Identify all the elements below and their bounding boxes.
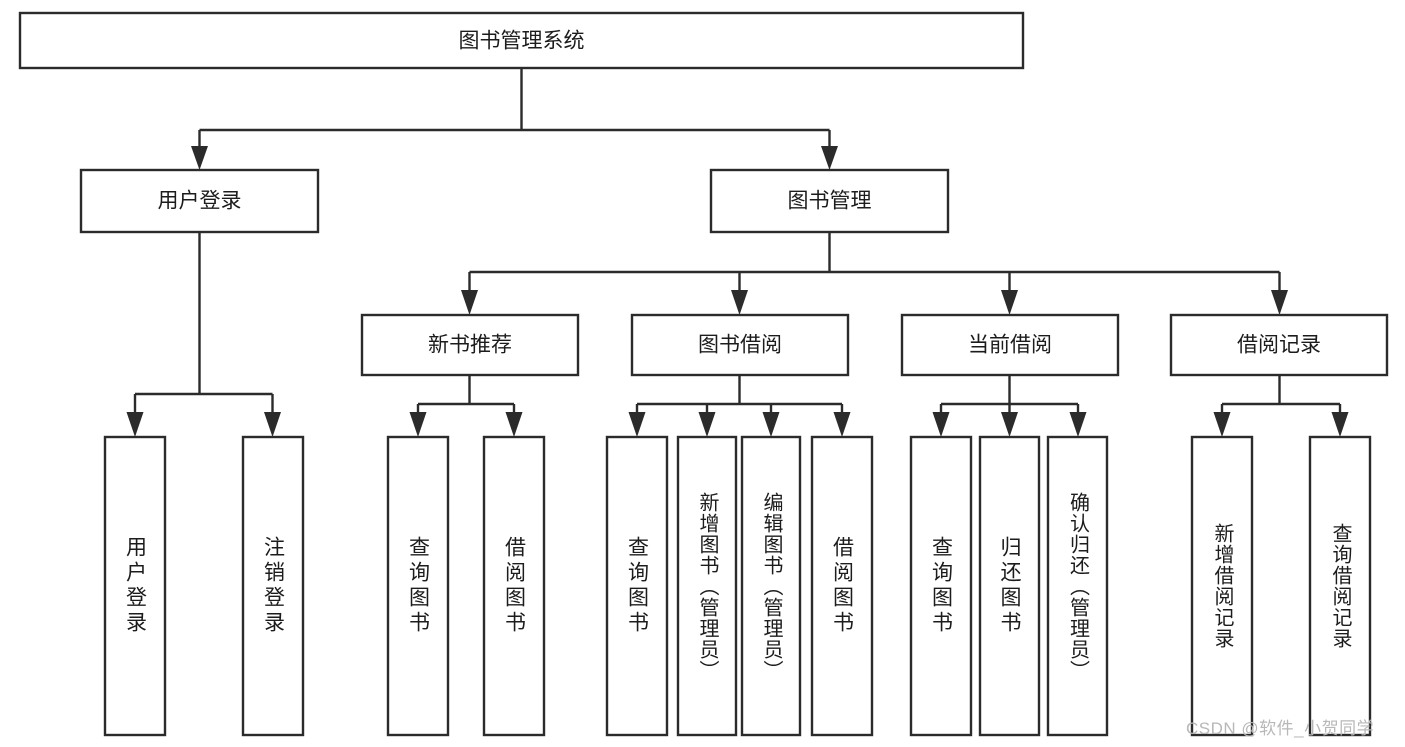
node-borrow-record-box[interactable]: [1169, 313, 1389, 377]
connector-group-userlogin: [126, 232, 281, 437]
node-leaf-query-book-1-box[interactable]: [386, 435, 450, 737]
arrow-head-leaf-return-book: [1001, 412, 1018, 437]
node-current-borrow[interactable]: 当前借阅: [900, 313, 1120, 377]
node-user-login-label: 用户登录: [158, 190, 242, 213]
node-leaf-add-book-box[interactable]: [676, 435, 738, 737]
arrow-head-leaf-add-book: [698, 412, 716, 437]
arrow-head-new-book-recommend: [461, 290, 478, 315]
node-new-book-recommend[interactable]: 新书推荐: [360, 313, 580, 377]
watermark-text: CSDN @软件_小贺同学: [1186, 719, 1375, 738]
node-root-system-box[interactable]: [18, 11, 1025, 70]
arrow-head-leaf-query-book-2: [628, 412, 646, 437]
arrow-head-leaf-confirm-return: [1069, 412, 1087, 437]
node-current-borrow-box[interactable]: [900, 313, 1120, 377]
node-leaf-query-book-3-box[interactable]: [909, 435, 973, 737]
connector-group-bookmgmt: [461, 232, 1288, 315]
arrow-head-leaf-edit-book: [762, 412, 780, 437]
node-leaf-add-record-box[interactable]: [1190, 435, 1254, 737]
node-leaf-user-login-box[interactable]: [103, 435, 167, 737]
node-new-book-recommend-label: 新书推荐: [428, 334, 512, 357]
node-leaf-edit-book-box[interactable]: [740, 435, 802, 737]
connector-group-current-borrow: [932, 375, 1087, 437]
node-leaf-query-record-box[interactable]: [1308, 435, 1372, 737]
node-book-management[interactable]: 图书管理: [709, 168, 950, 234]
arrow-head-leaf-query-book-1: [409, 412, 427, 437]
node-user-login-box[interactable]: [79, 168, 320, 234]
node-book-management-label: 图书管理: [788, 190, 872, 213]
node-leaf-return-book-box[interactable]: [978, 435, 1041, 737]
node-current-borrow-label: 当前借阅: [968, 334, 1052, 357]
arrow-head-bookmgmt: [821, 146, 838, 170]
arrow-head-leaf-add-record: [1213, 412, 1231, 437]
node-leaf-borrow-book-2-box[interactable]: [810, 435, 874, 737]
arrow-head-userlogin: [191, 146, 208, 170]
node-book-borrow[interactable]: 图书借阅: [630, 313, 850, 377]
node-borrow-record-label: 借阅记录: [1237, 334, 1321, 357]
arrow-head-leaf-borrow-book-1: [505, 412, 523, 437]
node-leaf-query-book-2-box[interactable]: [605, 435, 669, 737]
node-new-book-recommend-box[interactable]: [360, 313, 580, 377]
arrow-head-leaf-query-record: [1331, 412, 1349, 437]
node-borrow-record[interactable]: 借阅记录: [1169, 313, 1389, 377]
node-root-system[interactable]: 图书管理系统: [18, 11, 1025, 70]
arrow-head-current-borrow: [1001, 290, 1018, 315]
node-leaf-borrow-book-1-box[interactable]: [482, 435, 546, 737]
node-book-management-box[interactable]: [709, 168, 950, 234]
arrow-head-leaf-borrow-book-2: [833, 412, 851, 437]
arrow-head-leaf-user-login: [126, 412, 144, 437]
node-leaf-logout-login-box[interactable]: [241, 435, 305, 737]
connector-group-borrow-record: [1213, 375, 1349, 437]
arrow-head-leaf-query-book-3: [932, 412, 950, 437]
node-user-login[interactable]: 用户登录: [79, 168, 320, 234]
connector-group-root: [191, 68, 838, 170]
arrow-head-book-borrow: [731, 290, 748, 315]
node-leaf-confirm-return-box[interactable]: [1046, 435, 1109, 737]
connector-group-new-book-recommend: [409, 375, 523, 437]
node-book-borrow-box[interactable]: [630, 313, 850, 377]
connector-group-book-borrow: [628, 375, 851, 437]
arrow-head-borrow-record: [1271, 290, 1288, 315]
node-root-system-label: 图书管理系统: [459, 30, 585, 53]
arrow-head-leaf-logout-login: [264, 412, 281, 437]
node-book-borrow-label: 图书借阅: [698, 334, 782, 357]
